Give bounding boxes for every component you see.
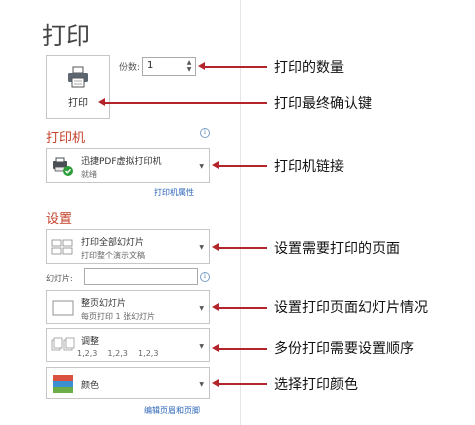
info-icon[interactable]: i	[200, 128, 210, 138]
layout-main: 整页幻灯片	[81, 299, 127, 309]
printer-ready-icon	[53, 157, 73, 176]
printer-icon	[68, 66, 88, 88]
arrowhead-layout	[212, 303, 219, 311]
layout-dropdown[interactable]: 整页幻灯片 每页打印 1 张幻灯片 ▼	[46, 290, 210, 324]
printer-status: 就绪	[81, 170, 97, 179]
layout-sub: 每页打印 1 张幻灯片	[81, 312, 156, 321]
copies-label: 份数:	[119, 63, 141, 73]
arrowhead-range	[212, 243, 219, 251]
print-range-dropdown[interactable]: 打印全部幻灯片 打印整个演示文稿 ▼	[46, 229, 210, 264]
arrow-layout	[219, 307, 267, 309]
spinner-arrows-icon[interactable]: ▲▼	[186, 59, 192, 73]
pane-divider	[240, 0, 241, 425]
print-range-sub: 打印整个演示文稿	[81, 251, 145, 260]
chevron-down-icon: ▼	[199, 381, 204, 388]
copies-spinner[interactable]: 1 ▲▼	[142, 57, 196, 76]
annotation-range: 设置需要打印的页面	[274, 241, 400, 257]
arrow-collate	[219, 348, 267, 350]
annotation-printer: 打印机链接	[274, 159, 344, 175]
print-button[interactable]: 打印	[46, 55, 110, 119]
printer-dropdown[interactable]: 迅捷PDF虚拟打印机 就绪 ▼	[46, 148, 210, 183]
arrowhead-collate	[212, 344, 219, 352]
slides-label: 幻灯片:	[46, 274, 73, 283]
page-title: 打印	[42, 22, 90, 50]
printer-name: 迅捷PDF虚拟打印机	[81, 157, 162, 167]
collate-dropdown[interactable]: 调整 1,2,3 1,2,3 1,2,3 ▼	[46, 328, 210, 362]
collate-sub: 1,2,3 1,2,3 1,2,3	[77, 349, 159, 358]
copies-value: 1	[147, 60, 154, 71]
color-dropdown[interactable]: 颜色 ▼	[46, 367, 210, 399]
collate-main: 调整	[81, 337, 100, 347]
annotation-collate: 多份打印需要设置顺序	[274, 341, 414, 357]
collated-icon	[51, 337, 75, 351]
arrowhead-print-button	[98, 98, 105, 106]
chevron-down-icon: ▼	[199, 305, 204, 312]
arrow-copies	[205, 66, 267, 68]
annotation-layout: 设置打印页面幻灯片情况	[274, 300, 428, 316]
arrowhead-printer	[212, 161, 219, 169]
print-range-main: 打印全部幻灯片	[81, 238, 145, 248]
chevron-down-icon: ▼	[199, 343, 204, 350]
arrowhead-copies	[198, 62, 205, 70]
arrowhead-color	[212, 379, 219, 387]
annotation-copies: 打印的数量	[274, 60, 344, 76]
chevron-down-icon: ▼	[199, 244, 204, 251]
annotation-print-button: 打印最终确认键	[274, 96, 372, 112]
settings-section-title: 设置	[46, 212, 73, 227]
full-page-slide-icon	[52, 300, 74, 316]
info-icon[interactable]: i	[200, 272, 210, 282]
slides-input[interactable]	[84, 268, 198, 285]
arrow-printer	[219, 165, 267, 167]
color-main: 颜色	[81, 381, 100, 391]
color-swatch-icon	[53, 375, 73, 393]
printer-section-title: 打印机	[46, 131, 86, 146]
arrow-color	[219, 383, 267, 385]
edit-header-footer-link[interactable]: 编辑页眉和页脚	[144, 406, 200, 415]
printer-properties-link[interactable]: 打印机属性	[154, 188, 194, 197]
all-slides-icon	[51, 239, 73, 255]
print-button-label: 打印	[68, 98, 88, 109]
chevron-down-icon: ▼	[199, 163, 204, 170]
annotation-color: 选择打印颜色	[274, 377, 358, 393]
arrow-print-button	[105, 102, 267, 104]
arrow-range	[219, 247, 267, 249]
